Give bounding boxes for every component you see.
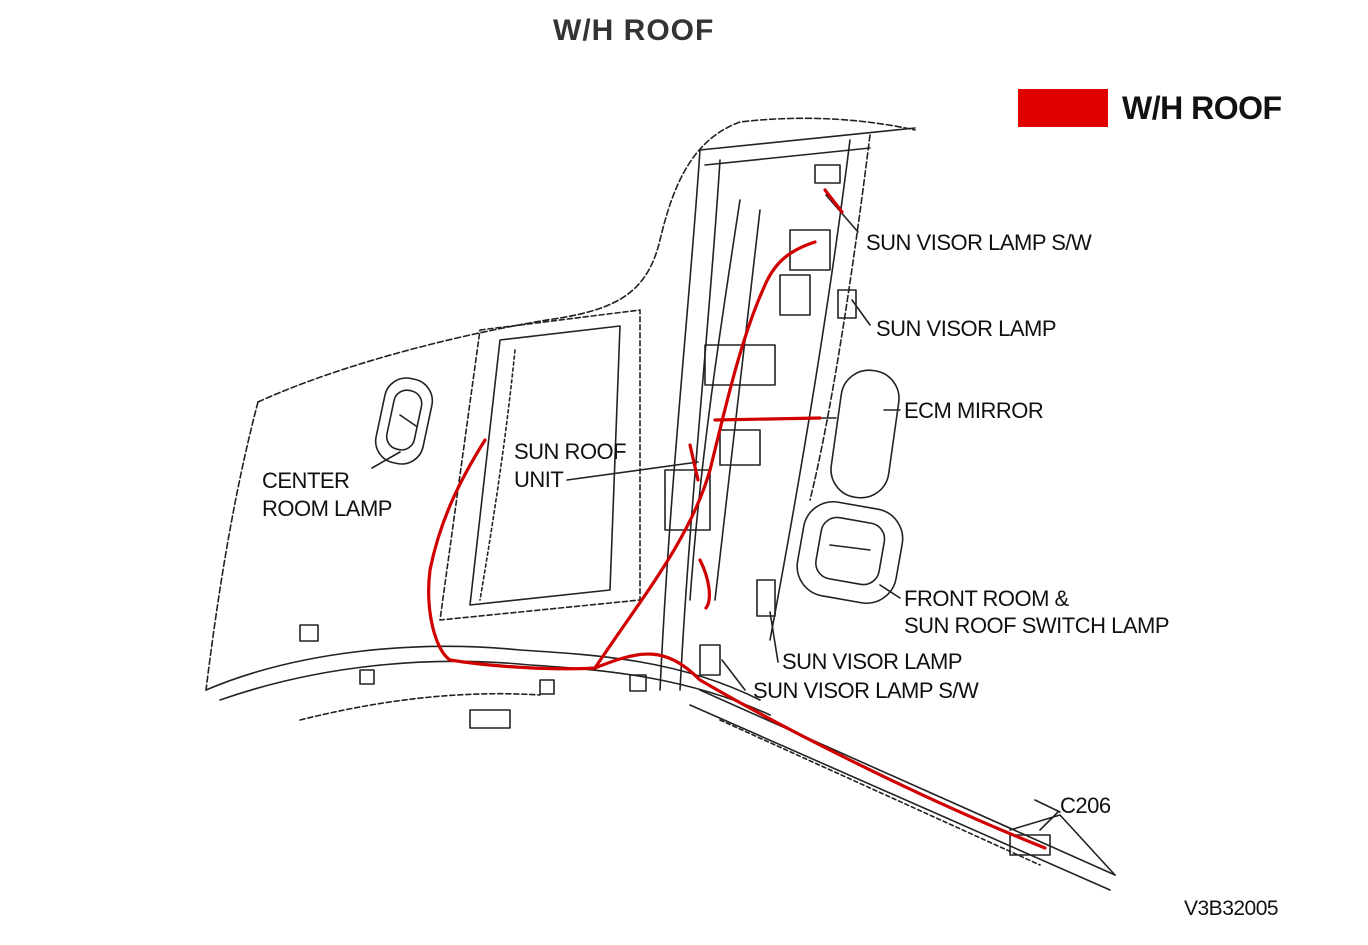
harness-unit-branch: [688, 443, 700, 482]
page-title: W/H ROOF: [553, 14, 715, 47]
sun-visor-lamp-sw-bottom: [699, 644, 721, 676]
label-sun-visor-lamp-bottom: SUN VISOR LAMP: [782, 649, 963, 674]
harness-main: [427, 438, 1047, 850]
label-sun-roof-unit-1: SUN ROOF: [514, 439, 627, 464]
label-front-room-lamp-2: SUN ROOF SWITCH LAMP: [904, 613, 1170, 638]
label-center-room-lamp-2: ROOM LAMP: [262, 496, 392, 521]
label-sun-visor-lamp-top: SUN VISOR LAMP: [876, 316, 1057, 341]
harness-switch-branch: [823, 188, 844, 214]
harness-visor-branch: [698, 558, 711, 610]
center-room-lamp: [374, 377, 434, 465]
a-pillar: [699, 689, 1116, 876]
sun-visor-lamp-sw-top: [814, 164, 841, 184]
label-front-room-lamp-1: FRONT ROOM &: [904, 586, 1069, 611]
legend-swatch: [1018, 89, 1108, 127]
roof-rail: [659, 149, 701, 691]
harness-trunk: [593, 240, 817, 670]
harness-mirror-branch: [713, 416, 822, 422]
roof-left-edge: [205, 401, 259, 691]
legend: W/H ROOF: [1018, 88, 1282, 128]
figure-code: V3B32005: [1184, 897, 1279, 920]
sun-visor-lamp-bottom: [756, 579, 776, 617]
sun-visor-lamp-top: [837, 289, 857, 319]
roof-outline: [257, 117, 916, 403]
label-connector-c206: C206: [1060, 793, 1111, 818]
label-sun-visor-lamp-sw-bottom: SUN VISOR LAMP S/W: [753, 678, 979, 703]
sun-roof-unit: [664, 469, 711, 531]
ecm-mirror: [830, 369, 900, 499]
legend-label: W/H ROOF: [1122, 89, 1282, 126]
label-ecm-mirror: ECM MIRROR: [904, 398, 1044, 423]
front-room-lamp: [796, 500, 904, 604]
label-center-room-lamp-1: CENTER: [262, 468, 350, 493]
front-header: [205, 645, 761, 701]
label-sun-visor-lamp-sw-top: SUN VISOR LAMP S/W: [866, 230, 1092, 255]
label-sun-roof-unit-2: UNIT: [514, 467, 564, 492]
